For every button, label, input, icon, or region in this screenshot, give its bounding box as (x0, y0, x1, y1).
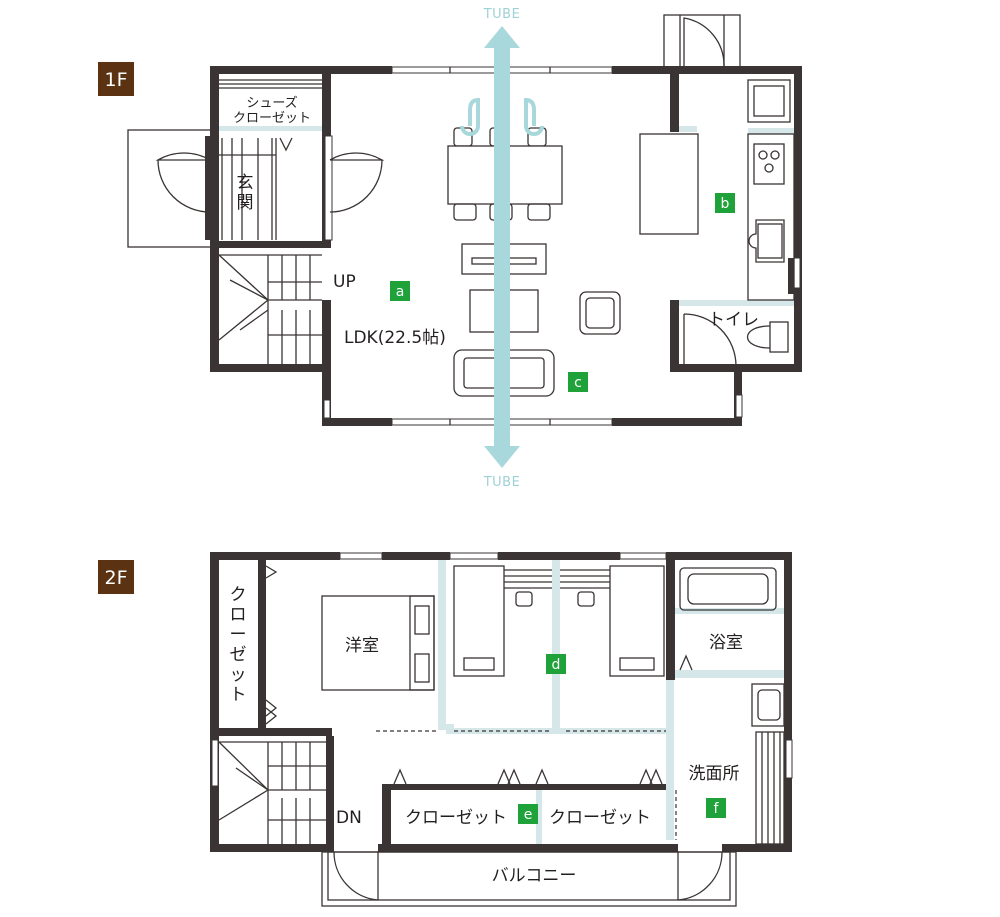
back-door (663, 14, 741, 68)
floor-tag-1f: 1F (98, 62, 134, 96)
floor-tag-1f-text: 1F (104, 69, 127, 91)
marker-e: e (518, 804, 538, 824)
hall-closets: クローゼット クローゼット (382, 768, 666, 848)
closet-right-label: クローゼット (549, 808, 651, 828)
up-label: UP (333, 272, 356, 292)
svg-text:ー: ー (230, 625, 247, 645)
svg-text:a: a (396, 284, 405, 300)
ldk-label: LDK(22.5帖) (344, 328, 446, 348)
floor-tag-2f: 2F (98, 560, 134, 594)
marker-f: f (706, 798, 726, 818)
staircase-1f: UP (218, 254, 356, 364)
western-room-label: 洋室 (345, 636, 379, 656)
svg-text:ト: ト (230, 685, 247, 705)
marker-b: b (715, 193, 735, 213)
western-room: 洋室 (321, 560, 446, 732)
tube-label-bottom: TUBE (483, 475, 521, 490)
svg-text:ッ: ッ (230, 665, 247, 685)
bathroom: 浴室 (666, 560, 784, 680)
marker-d: d (546, 654, 566, 674)
bathroom-label: 浴室 (709, 633, 743, 653)
toilet-room: トイレ (683, 310, 789, 367)
dn-label: DN (336, 808, 362, 828)
entrance-porch (127, 129, 213, 248)
marker-c: c (568, 372, 588, 392)
floor-2f: 2F ク ロ ー ゼ ッ ト (98, 552, 793, 907)
svg-text:f: f (714, 801, 720, 817)
floor-1f: 1F シューズ クローゼット (98, 7, 802, 490)
ventilation-tube: TUBE TUBE (460, 7, 544, 490)
kitchen-counter (747, 79, 795, 301)
svg-text:e: e (524, 807, 533, 823)
entrance-inner-door (324, 135, 385, 241)
svg-text:ゼ: ゼ (230, 645, 247, 665)
kitchen-island (639, 133, 699, 235)
svg-text:d: d (552, 657, 561, 673)
washroom-label: 洗面所 (689, 764, 740, 784)
staircase-2f: DN (218, 736, 362, 846)
svg-text:ク: ク (230, 585, 247, 605)
svg-text:ロ: ロ (230, 605, 247, 625)
washroom: 洗面所 (666, 680, 785, 845)
svg-text:b: b (721, 196, 730, 212)
toilet-label: トイレ (708, 310, 759, 330)
entrance-door (155, 136, 218, 240)
tube-label-top: TUBE (483, 7, 521, 22)
shoe-closet-label-1: シューズ (246, 95, 297, 111)
balcony: バルコニー (321, 851, 737, 907)
shoe-closet: シューズ クローゼット (219, 79, 322, 152)
closet-left-label: クローゼット (405, 808, 507, 828)
floor-tag-2f-text: 2F (104, 567, 127, 589)
entrance-steps: 玄 関 (219, 138, 277, 240)
closet-vertical: ク ロ ー ゼ ッ ト (210, 560, 332, 736)
balcony-label: バルコニー (492, 866, 577, 886)
kids-rooms (446, 560, 668, 734)
entrance-label-1: 玄 (237, 173, 254, 193)
armchair (579, 291, 621, 335)
entrance-label-2: 関 (237, 193, 254, 213)
marker-a: a (390, 281, 410, 301)
shoe-closet-label-2: クローゼット (233, 111, 311, 126)
svg-text:c: c (574, 375, 582, 391)
